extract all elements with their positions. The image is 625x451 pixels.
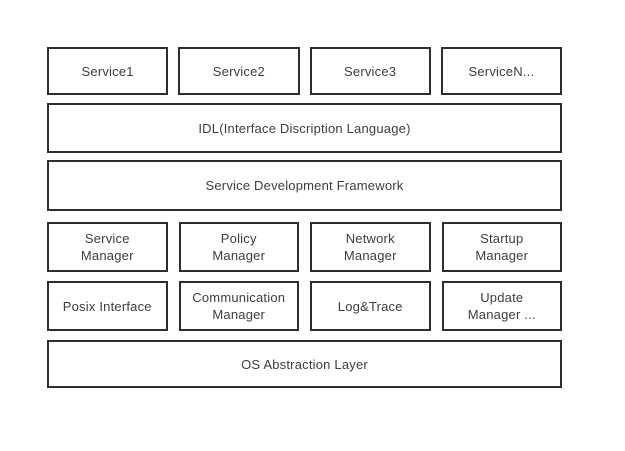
layer-services: Service1 Service2 Service3 ServiceN... — [47, 47, 562, 95]
node-service-development-framework: Service Development Framework — [47, 160, 562, 211]
node-posix-interface: Posix Interface — [47, 281, 168, 331]
node-communication-manager: Communication Manager — [178, 281, 299, 331]
node-network-manager: Network Manager — [310, 222, 431, 272]
node-startup-manager: Startup Manager — [441, 222, 562, 272]
layer-os-abstraction: OS Abstraction Layer — [47, 340, 562, 388]
node-service1: Service1 — [47, 47, 169, 95]
node-service-manager: Service Manager — [47, 222, 168, 272]
node-idl: IDL(Interface Discription Language) — [47, 103, 562, 153]
layer-idl: IDL(Interface Discription Language) — [47, 103, 562, 153]
layer-service-development-framework: Service Development Framework — [47, 160, 562, 211]
node-service3: Service3 — [309, 47, 431, 95]
node-service2: Service2 — [178, 47, 300, 95]
node-policy-manager: Policy Manager — [178, 222, 299, 272]
node-update-manager: Update Manager ... — [441, 281, 562, 331]
node-os-abstraction-layer: OS Abstraction Layer — [47, 340, 562, 388]
layer-managers-upper: Service Manager Policy Manager Network M… — [47, 222, 562, 272]
node-log-and-trace: Log&Trace — [310, 281, 431, 331]
architecture-diagram: Service1 Service2 Service3 ServiceN... I… — [47, 47, 562, 388]
node-servicen: ServiceN... — [440, 47, 562, 95]
layer-managers-lower: Posix Interface Communication Manager Lo… — [47, 281, 562, 331]
